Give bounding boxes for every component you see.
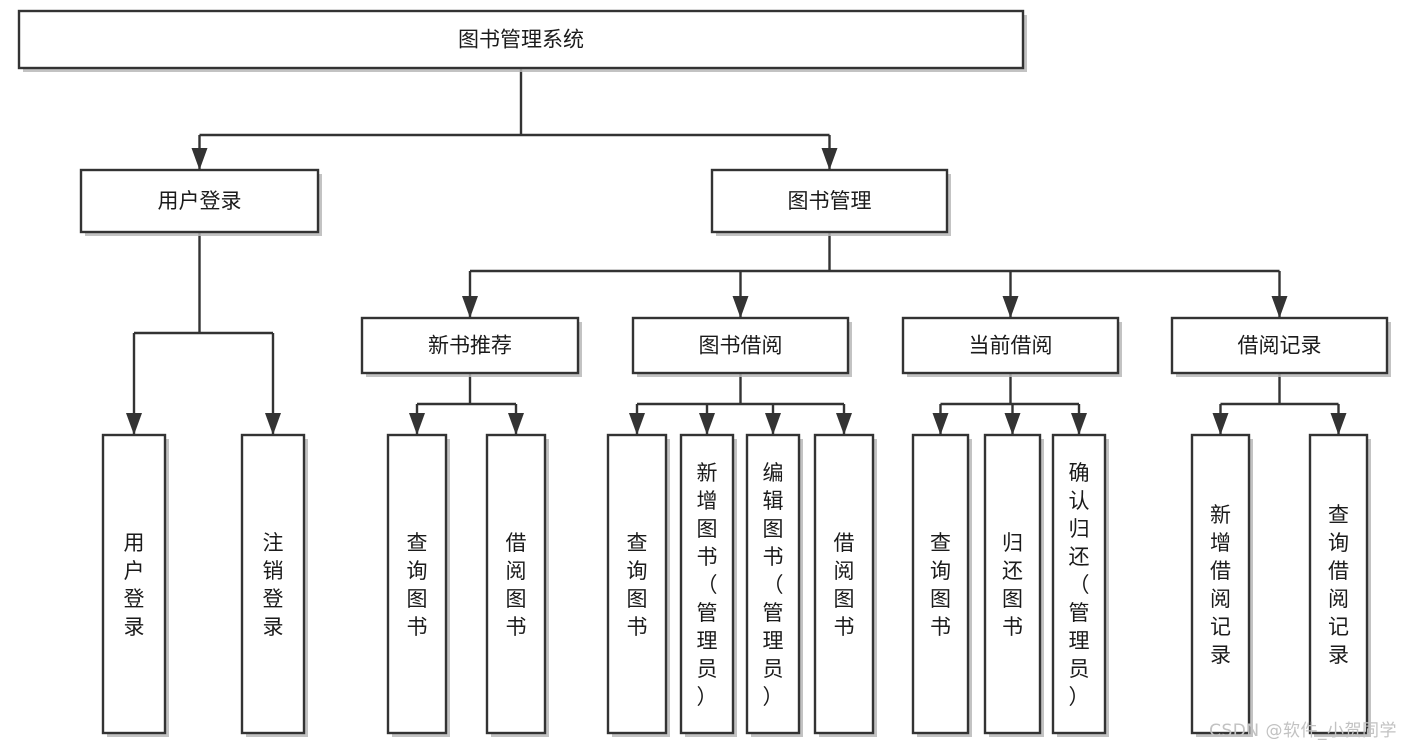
node-leaf-borrow-book[interactable]: 借阅图书 [813,433,877,737]
node-box[interactable] [606,433,668,735]
arrow-head-icon [126,413,142,435]
node-label: 用户登录 [124,531,145,639]
node-new-book-recommend[interactable]: 新书推荐 [360,316,582,377]
arrow-head-icon [265,413,281,435]
node-label: 查询借阅记录 [1328,503,1349,667]
arrow-head-icon [932,413,949,435]
arrow-head-icon [836,413,852,435]
arrow-head-icon [409,413,425,435]
arrow-head-icon [508,413,524,435]
node-leaf-return-book[interactable]: 归还图书 [983,433,1044,737]
node-box[interactable] [901,316,1120,375]
node-label: 确认归还（管理员） [1069,461,1090,709]
node-user-login[interactable]: 用户登录 [79,168,322,236]
node-root[interactable]: 图书管理系统 [17,9,1027,72]
arrow-head-icon [699,413,715,435]
node-leaf-edit-book[interactable]: 编辑图书（管理员） [745,433,803,737]
node-box[interactable] [1051,433,1107,735]
node-book-management[interactable]: 图书管理 [710,168,951,236]
node-box[interactable] [386,433,448,735]
node-label: 借阅记录 [1238,334,1322,358]
node-label: 归还图书 [1002,531,1023,639]
arrow-head-icon [732,296,749,318]
arrow-head-icon [1002,296,1019,318]
node-book-borrow[interactable]: 图书借阅 [631,316,852,377]
node-label: 借阅图书 [834,531,855,639]
node-box[interactable] [679,433,735,735]
arrow-head-icon [1212,413,1229,435]
node-box[interactable] [710,168,949,234]
node-box[interactable] [360,316,580,375]
node-label: 注销登录 [263,531,284,639]
node-current-borrow[interactable]: 当前借阅 [901,316,1122,377]
node-leaf-query-book-recommend[interactable]: 查询图书 [386,433,450,737]
node-leaf-user-login[interactable]: 用户登录 [101,433,169,737]
node-box[interactable] [1190,433,1251,735]
connectors-layer [126,68,1347,435]
node-label: 新增借阅记录 [1210,503,1231,667]
node-box[interactable] [813,433,875,735]
node-label: 查询图书 [627,531,648,639]
node-label: 查询图书 [407,531,428,639]
node-box[interactable] [1170,316,1389,375]
node-label: 图书管理系统 [458,28,584,52]
node-box[interactable] [101,433,167,735]
node-leaf-query-book-borrow[interactable]: 查询图书 [606,433,670,737]
node-box[interactable] [745,433,801,735]
node-label: 新增图书（管理员） [697,461,718,709]
arrow-head-icon [462,296,478,318]
node-leaf-borrow-book-recommend[interactable]: 借阅图书 [485,433,549,737]
node-box[interactable] [79,168,320,234]
node-leaf-query-borrow-record[interactable]: 查询借阅记录 [1308,433,1371,737]
node-label: 图书管理 [788,189,872,213]
nodes-layer: 图书管理系统用户登录图书管理新书推荐图书借阅当前借阅借阅记录用户登录注销登录查询… [17,9,1391,737]
node-box[interactable] [911,433,970,735]
node-borrow-records[interactable]: 借阅记录 [1170,316,1391,377]
node-leaf-logout[interactable]: 注销登录 [240,433,308,737]
node-leaf-confirm-return[interactable]: 确认归还（管理员） [1051,433,1109,737]
arrow-head-icon [1330,413,1347,435]
node-box[interactable] [631,316,850,375]
arrow-head-icon [629,413,645,435]
node-box[interactable] [983,433,1042,735]
node-label: 编辑图书（管理员） [763,461,784,709]
node-box[interactable] [17,9,1025,70]
node-label: 借阅图书 [506,531,527,639]
node-label: 用户登录 [158,189,242,213]
arrow-head-icon [765,413,781,435]
arrow-head-icon [191,148,208,170]
arrow-head-icon [1071,413,1087,435]
node-label: 当前借阅 [969,334,1053,358]
node-box[interactable] [485,433,547,735]
arrow-head-icon [1271,296,1288,318]
node-leaf-query-book-current[interactable]: 查询图书 [911,433,972,737]
node-box[interactable] [1308,433,1369,735]
node-label: 新书推荐 [428,334,512,358]
node-leaf-add-book[interactable]: 新增图书（管理员） [679,433,737,737]
node-label: 查询图书 [930,531,951,639]
arrow-head-icon [821,148,838,170]
node-leaf-add-borrow-record[interactable]: 新增借阅记录 [1190,433,1253,737]
node-label: 图书借阅 [699,334,783,358]
arrow-head-icon [1004,413,1021,435]
node-box[interactable] [240,433,306,735]
